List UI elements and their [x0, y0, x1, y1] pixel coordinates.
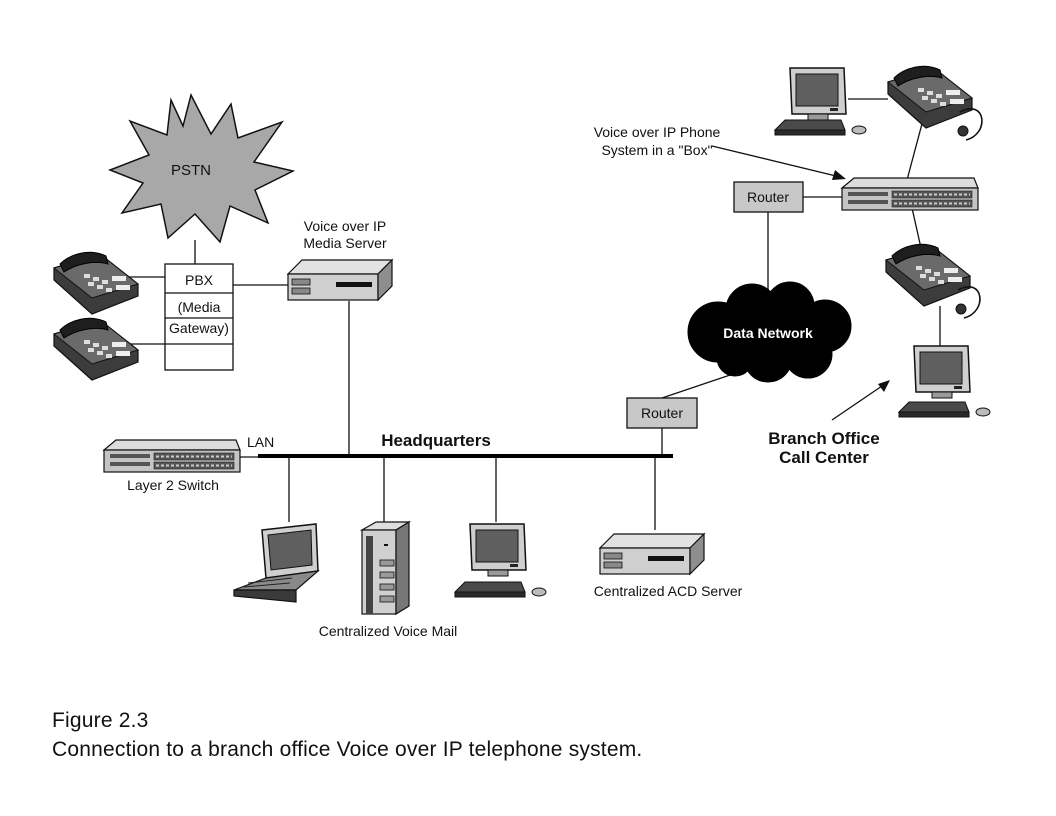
headset-icon [959, 108, 983, 141]
branch-router-box [733, 181, 804, 213]
pstn-cloud [107, 92, 296, 244]
pbx-label: PBX [185, 272, 214, 288]
branch-desk-phone-icon [885, 243, 971, 307]
branch-router-label: Router [747, 189, 789, 205]
keyboard-icon [454, 581, 547, 598]
media-server-label-line1: Voice over IP [304, 218, 387, 234]
voice-mail-server-icon [359, 520, 412, 616]
headset-earpiece-icon [957, 125, 969, 137]
pbx-media-gateway [164, 263, 234, 371]
branch-keyboard-icon [898, 401, 991, 418]
voice-mail-label: Centralized Voice Mail [319, 623, 458, 639]
data-network-label: Data Network [723, 325, 813, 341]
branch-office-label-line1: Branch Office [768, 429, 879, 448]
media-server-icon [287, 259, 393, 301]
voip-phone-system-icon [841, 177, 979, 211]
branch-desk-phone-icon [887, 65, 973, 129]
layer2-switch-label: Layer 2 Switch [127, 477, 219, 493]
connection-lines [126, 98, 941, 530]
branch-pointer-arrow [831, 380, 890, 421]
desktop-monitor-icon [469, 523, 527, 577]
data-network-cloud [687, 281, 852, 383]
branch-monitor-icon [789, 67, 847, 121]
branch-keyboard-icon [774, 119, 867, 136]
headquarters-label: Headquarters [381, 431, 491, 450]
branch-office-label-line2: Call Center [779, 448, 869, 467]
media-server-label-line2: Media Server [303, 235, 387, 251]
acd-server-icon [599, 533, 705, 575]
hq-router-label: Router [641, 405, 683, 421]
pstn-label: PSTN [171, 162, 211, 179]
phone-system-label-line2: System in a "Box" [601, 142, 712, 158]
headset-icon [957, 286, 981, 319]
phone-system-label-line1: Voice over IP Phone [594, 124, 721, 140]
figure-caption: Connection to a branch office Voice over… [52, 738, 643, 761]
desk-phone-icon [53, 317, 139, 381]
media-gateway-label-line2: Gateway) [169, 320, 229, 336]
layer2-switch-icon [103, 439, 241, 473]
headset-earpiece-icon [955, 303, 967, 315]
lan-label: LAN [247, 434, 274, 450]
laptop-icon [233, 523, 320, 603]
figure-number: Figure 2.3 [52, 709, 149, 732]
pointer-arrow [711, 145, 846, 180]
acd-server-label: Centralized ACD Server [594, 583, 743, 599]
desk-phone-icon [53, 251, 139, 315]
branch-monitor-icon [913, 345, 971, 399]
hq-router-box [626, 397, 698, 429]
media-gateway-label-line1: (Media [178, 299, 221, 315]
